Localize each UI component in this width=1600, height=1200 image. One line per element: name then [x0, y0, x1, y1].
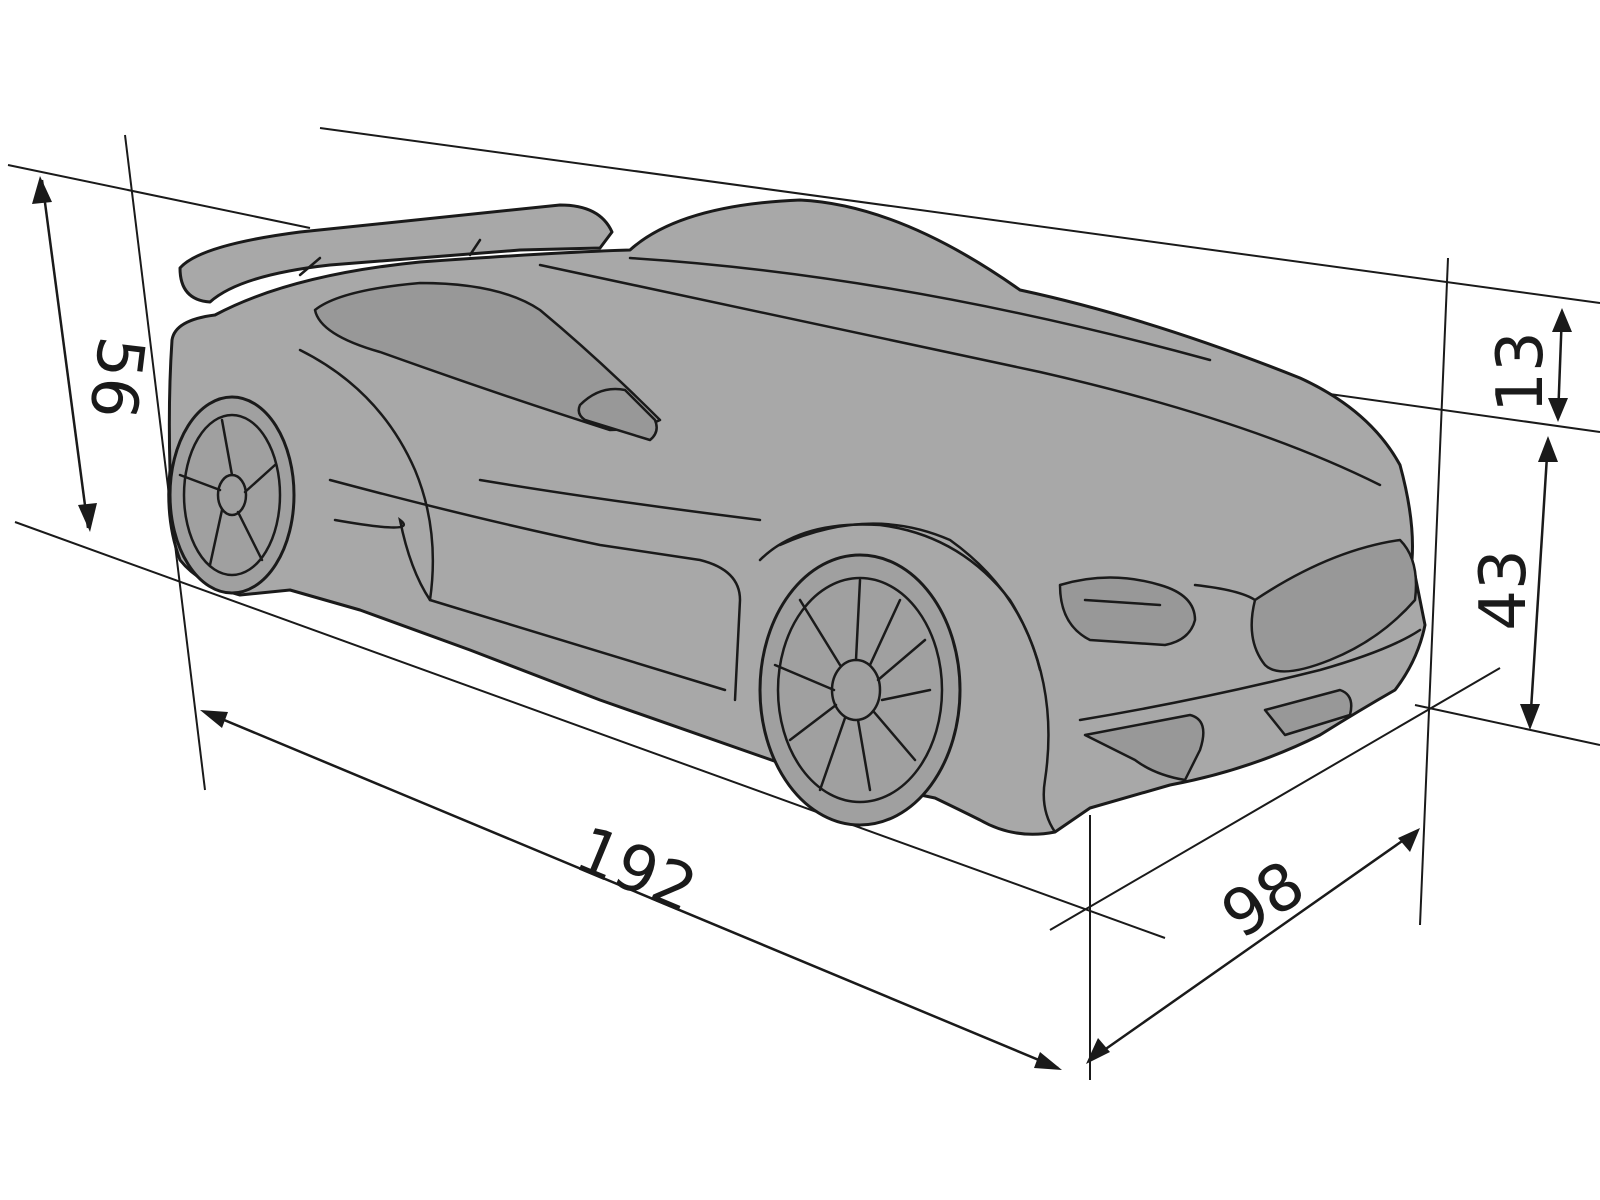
front-rim — [776, 576, 944, 804]
roof-crease — [628, 256, 1212, 362]
side-window — [313, 281, 662, 432]
car-illustration — [167, 198, 1427, 836]
total-height-arrow-start — [32, 176, 52, 204]
dimension-lines — [32, 176, 1572, 1070]
spoiler-strut — [298, 256, 322, 277]
body-height-arrow-end — [1520, 704, 1540, 730]
rear-rim — [182, 413, 282, 577]
width-dimension-line — [1089, 830, 1416, 1062]
front-wheel — [758, 553, 962, 827]
total-height-label: 56 — [74, 333, 157, 423]
width-arrow-start — [1086, 1038, 1110, 1064]
side-mirror — [577, 387, 658, 442]
front-spokes-inner — [788, 598, 932, 792]
body-height-arrow-start — [1538, 436, 1558, 462]
total-height-arrow-end — [78, 503, 97, 532]
body-height-label: 43 — [1467, 549, 1541, 630]
roof-height-label: 13 — [1484, 331, 1558, 412]
spoiler-strut — [468, 238, 482, 257]
roof-height-arrow-start — [1552, 308, 1572, 332]
front-spokes — [773, 578, 927, 792]
extension-line-roof — [319, 127, 1600, 304]
length-arrow-start — [200, 710, 228, 728]
nose-line — [1193, 583, 1257, 602]
front-fender-crease — [778, 522, 1042, 672]
roof-height-arrow-end — [1548, 398, 1568, 422]
side-skirt — [333, 517, 727, 692]
extension-line-rear-vertical — [124, 134, 206, 791]
rear-fender-line — [298, 348, 435, 602]
headlight — [1058, 576, 1197, 647]
extension-line-bottom — [14, 521, 1166, 939]
rear-wheel — [168, 395, 296, 595]
headlight-detail — [1083, 598, 1162, 607]
hood-crease — [538, 263, 1382, 487]
bumper-line — [1078, 628, 1422, 722]
extension-line-width-base — [1049, 667, 1501, 931]
body-height-dimension-line — [1528, 439, 1550, 727]
extension-line-right-vertical — [1419, 257, 1449, 926]
side-crease-door — [328, 478, 742, 702]
rear-tire — [168, 395, 296, 595]
side-crease-upper — [478, 478, 762, 522]
rear-spokes — [178, 418, 277, 567]
front-tire — [758, 553, 962, 827]
length-dimension-line — [204, 710, 1059, 1070]
length-arrow-end — [1034, 1052, 1062, 1070]
width-label: 98 — [1209, 847, 1318, 953]
extension-line-bottom-front — [1414, 704, 1600, 746]
extension-line-top-rear — [7, 164, 311, 229]
lower-intake-right — [1263, 688, 1353, 737]
length-label: 192 — [565, 813, 706, 928]
total-height-dimension-line — [40, 179, 90, 529]
rear-spoiler — [178, 203, 614, 304]
lower-intake-left — [1083, 713, 1205, 782]
front-grille — [1250, 538, 1418, 673]
width-arrow-end — [1398, 828, 1420, 852]
